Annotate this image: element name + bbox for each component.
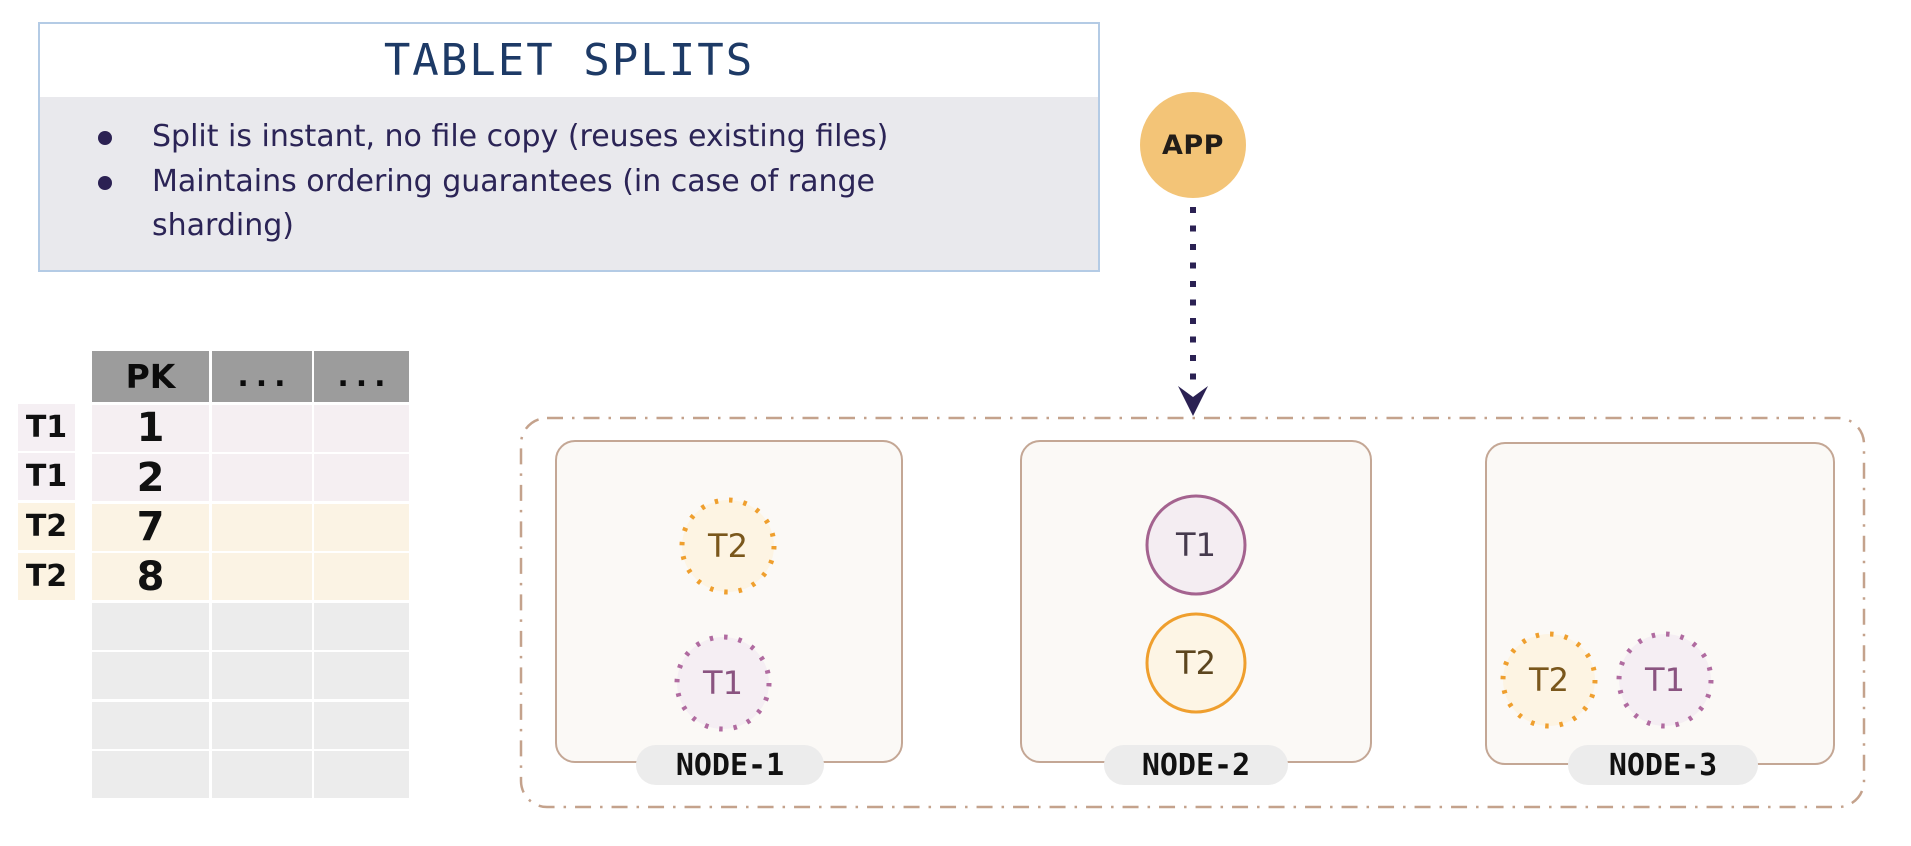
tablet-label: T2 bbox=[1529, 661, 1569, 699]
row-tablet-label: T1 bbox=[18, 404, 75, 451]
table-cell-empty bbox=[314, 701, 409, 749]
row-tablet-label: T2 bbox=[18, 553, 75, 600]
table-cell-empty bbox=[314, 602, 409, 650]
table-cell-empty bbox=[92, 701, 209, 749]
bullet-icon bbox=[98, 176, 112, 190]
node-2-label: NODE-2 bbox=[1104, 745, 1288, 785]
info-box-body: Split is instant, no file copy (reuses e… bbox=[40, 97, 1098, 270]
column-header-pk: PK bbox=[92, 351, 209, 402]
tablet-t1-node3: T1 bbox=[1615, 630, 1715, 730]
table-cell-empty bbox=[92, 602, 209, 650]
info-box: TABLET SPLITS Split is instant, no file … bbox=[38, 22, 1100, 272]
tablet-t1-node1: T1 bbox=[673, 633, 773, 733]
table-cell-pk: 7 bbox=[92, 503, 209, 551]
tablet-t2-node1: T2 bbox=[678, 496, 778, 596]
bullet-icon bbox=[98, 131, 112, 145]
table-cell-empty bbox=[211, 751, 312, 798]
table-cell-pk: 8 bbox=[92, 553, 209, 600]
tablet-t1-node2: T1 bbox=[1144, 493, 1248, 597]
table-cell bbox=[314, 553, 409, 600]
info-box-header: TABLET SPLITS bbox=[40, 24, 1098, 97]
column-header-ellipsis: ... bbox=[211, 351, 312, 402]
row-tablet-label: T1 bbox=[18, 453, 75, 500]
table-cell-empty bbox=[211, 602, 312, 650]
table-cell-empty bbox=[211, 652, 312, 699]
table-cell bbox=[211, 503, 312, 551]
tablet-label: T2 bbox=[708, 527, 748, 565]
column-header-ellipsis: ... bbox=[314, 351, 409, 402]
dotted-circle-icon bbox=[1500, 631, 1598, 729]
tablet-label: T1 bbox=[1176, 526, 1216, 564]
page-title: TABLET SPLITS bbox=[383, 35, 755, 86]
row-tablet-label: T2 bbox=[18, 503, 75, 550]
tablet-t2-node3: T2 bbox=[1499, 630, 1599, 730]
table-cell bbox=[314, 404, 409, 452]
table-cell-empty bbox=[211, 701, 312, 749]
bullet-text: Maintains ordering guarantees (in case o… bbox=[152, 164, 875, 243]
table-cell bbox=[314, 503, 409, 551]
app-node: APP bbox=[1140, 92, 1246, 198]
table-cell bbox=[211, 553, 312, 600]
node-1-label: NODE-1 bbox=[636, 745, 824, 785]
dotted-circle-icon bbox=[679, 497, 777, 595]
pk-table: PK ... ... 1 2 7 8 bbox=[92, 351, 409, 798]
app-label: APP bbox=[1162, 129, 1224, 161]
bullet-item: Split is instant, no file copy (reuses e… bbox=[98, 115, 1058, 159]
table-cell bbox=[211, 404, 312, 452]
tablet-label: T1 bbox=[1645, 661, 1685, 699]
table-cell-pk: 2 bbox=[92, 454, 209, 501]
bullet-text: Split is instant, no file copy (reuses e… bbox=[152, 119, 889, 154]
tablet-label: T1 bbox=[703, 664, 743, 702]
solid-circle-icon bbox=[1145, 612, 1247, 714]
table-cell-empty bbox=[314, 652, 409, 699]
table-cell-empty bbox=[314, 751, 409, 798]
tablet-label: T2 bbox=[1176, 644, 1216, 682]
dotted-circle-icon bbox=[1616, 631, 1714, 729]
arrow-head-icon bbox=[1178, 386, 1208, 416]
table-cell-empty bbox=[92, 652, 209, 699]
cluster-boundary bbox=[519, 416, 1866, 809]
solid-circle-icon bbox=[1145, 494, 1247, 596]
node-3-label: NODE-3 bbox=[1568, 745, 1758, 785]
table-cell bbox=[211, 454, 312, 501]
table-cell-pk: 1 bbox=[92, 404, 209, 452]
table-cell bbox=[314, 454, 409, 501]
dotted-circle-icon bbox=[674, 634, 772, 732]
table-cell-empty bbox=[92, 751, 209, 798]
tablet-t2-node2: T2 bbox=[1144, 611, 1248, 715]
bullet-item: Maintains ordering guarantees (in case o… bbox=[98, 160, 1058, 248]
